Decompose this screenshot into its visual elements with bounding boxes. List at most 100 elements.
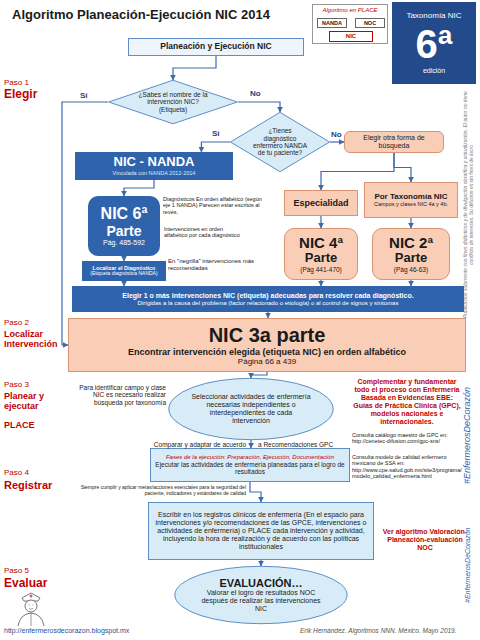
node-text: (Etiqueta diagnóstica NANDA)	[90, 271, 157, 277]
node-text: Parte	[395, 251, 428, 266]
node-text: Parte	[305, 251, 338, 266]
evaluation-ellipse: EVALUACIÓN…Valorar el logro de resultado…	[174, 566, 348, 624]
mini-box: NANDA	[317, 18, 347, 28]
node-text: Escribir en los registros clínicos de en…	[151, 511, 371, 551]
connector	[410, 218, 411, 228]
note-text: Diagnósticos En orden alfabético (según …	[163, 196, 263, 215]
note-text: Comparar y adaptar de acuerdo	[136, 441, 246, 448]
vertical-note: #EnfermerosDeCorazón	[462, 380, 476, 490]
note-text: Consulta modelo de calidad enfermero mex…	[352, 454, 462, 479]
node-text: Algoritmo en PLACE	[322, 7, 377, 14]
node-text: Planeación y Ejecución NIC	[160, 42, 271, 52]
connector	[250, 482, 261, 502]
connector	[260, 560, 261, 566]
note-text: Paso 1	[4, 78, 54, 87]
title: Algoritmo Planeación-Ejecución NIC 2014	[12, 8, 308, 23]
band: Elegir 1 o más intervenciones NIC (etiqu…	[72, 286, 464, 312]
node-text: NIC 6ª	[101, 205, 148, 223]
node-text: Fases de la ejecución: Preparación, Ejec…	[166, 454, 334, 461]
note-text: a Recomendaciones GPC	[258, 441, 358, 448]
note-text: Ver algoritmo Valoración-Planeación-eval…	[382, 528, 468, 552]
node-text: ¿Tienes diagnóstico enfermero NANDA de t…	[252, 127, 308, 157]
node-text: EVALUACIÓN…	[220, 577, 303, 590]
process-box: NIC 3a parteEncontrar intervención elegi…	[68, 318, 466, 372]
node-text: Pág. 485-592	[103, 239, 145, 247]
process-box: Localizar el Diagnóstico(Etiqueta diagnó…	[82, 261, 166, 281]
edge-label: No	[250, 90, 261, 98]
vertical-note: #EnfermerosDeCorazón	[464, 520, 476, 610]
note-text: Complementar y fundamentar todo el proce…	[352, 378, 462, 426]
node-text: Parte	[106, 223, 141, 239]
node-text: ¿Sabes el nombre de la intervención NIC?…	[138, 91, 208, 113]
note-text: Evaluar	[4, 577, 60, 591]
connector	[251, 372, 267, 378]
node-text: Especialidad	[293, 198, 348, 208]
node-text: NIC 4ª	[299, 234, 343, 251]
node-text: 6ª	[415, 21, 452, 67]
mini-box: NOC	[355, 18, 385, 28]
node-text: Elegir 1 o más intervenciones NIC (etiqu…	[122, 292, 413, 300]
node-text: Por Taxonomía NIC	[374, 192, 447, 201]
node-text: NIC	[346, 33, 356, 40]
nurse-illustration	[8, 590, 54, 626]
edge-label: Sí	[212, 130, 220, 138]
section-box: NIC 4ªParte(Pág 441-470)	[284, 228, 358, 280]
node-text: edición	[423, 67, 445, 75]
section-box: NIC 2ªParte(Pág 46-63)	[372, 228, 450, 280]
connector	[173, 56, 216, 80]
note-text: En "negrilla" intervenciones más recomen…	[168, 258, 268, 272]
node-text: Seleccionar actividades de enfermería ne…	[190, 393, 312, 425]
node-text: Página 66 a 439	[238, 357, 296, 366]
process-box: Fases de la ejecución: Preparación, Ejec…	[150, 448, 350, 482]
note-text: Para identificar campo y clase NIC es ne…	[72, 384, 166, 406]
note-text: Paso 3	[4, 380, 54, 389]
note-text: Planear y ejecutar	[4, 391, 62, 412]
node-text: NANDA	[322, 20, 342, 26]
mini-box: NIC	[329, 31, 373, 42]
ellipse-shape	[175, 566, 347, 623]
legend-panel: Algoritmo en PLACE NANDA NOC NIC	[312, 4, 388, 44]
connector	[320, 216, 321, 228]
edition-badge: Taxonomía NIC6ªedición	[392, 2, 476, 84]
edge-label: Sí	[80, 92, 88, 100]
decision-diamond: ¿Sabes el nombre de la intervención NIC?…	[108, 80, 238, 124]
note-text: Paso 4	[4, 468, 54, 477]
node-text: (Pág 441-470)	[300, 266, 342, 273]
note-text: Erik Hernández. Algoritmos NNN. México. …	[300, 627, 476, 634]
connector	[330, 141, 344, 142]
node-text: NIC - NANDA	[114, 155, 195, 170]
node-text: Taxonomía NIC	[406, 11, 461, 20]
process-box: Escribir en los registros clínicos de en…	[148, 502, 374, 560]
note-text: Intervenciones en orden alfabético por c…	[164, 226, 248, 239]
node-text: NIC 3a parte	[209, 324, 326, 347]
note-text: Elegir	[4, 88, 60, 102]
activity-ellipse: Seleccionar actividades de enfermería ne…	[168, 378, 334, 440]
node-text: Encontrar intervención elegida (etiqueta…	[128, 347, 406, 357]
connector	[238, 102, 280, 112]
decision-diamond: ¿Tienes diagnóstico enfermero NANDA de t…	[230, 112, 330, 172]
edge-label: No	[331, 131, 342, 139]
node-text: NIC 2ª	[389, 234, 433, 251]
note-text: Localizar Intervención	[4, 329, 60, 350]
process-box: Especialidad	[284, 190, 358, 216]
note-text: Siempre cumplir y aplicar metas/acciones…	[62, 485, 246, 497]
connector	[201, 142, 230, 152]
connector	[124, 180, 154, 196]
node-text: Valorar el logro de resultados NOC despu…	[196, 589, 326, 613]
node-text: (Pág 46-63)	[394, 266, 428, 273]
note-text: Paso 2	[4, 318, 54, 327]
vertical-note: Publicación solamente con fines didáctic…	[463, 90, 478, 320]
process-box: Planeación y Ejecución NIC	[128, 38, 304, 56]
node-text: NOC	[364, 20, 376, 26]
section-box: NIC 6ªPartePág. 485-592	[88, 196, 160, 256]
note-text: Consulta catálogo maestro de GPC en: htt…	[352, 432, 462, 445]
node-text: Dirígidas a la causa del problema (facto…	[138, 300, 399, 307]
node-text: Campos y clases NIC 4a y 4b.	[374, 201, 448, 207]
note-text: PLACE	[4, 420, 54, 430]
node-text: Elegir otra forma de búsqueda	[347, 134, 441, 150]
connector	[394, 153, 411, 182]
note-text: http://enfermerosdecorazon.blogspot.mx	[4, 627, 224, 635]
node-text: Ejecutar las actividades de enfermería p…	[153, 461, 347, 476]
process-box: Elegir otra forma de búsqueda	[344, 131, 444, 153]
